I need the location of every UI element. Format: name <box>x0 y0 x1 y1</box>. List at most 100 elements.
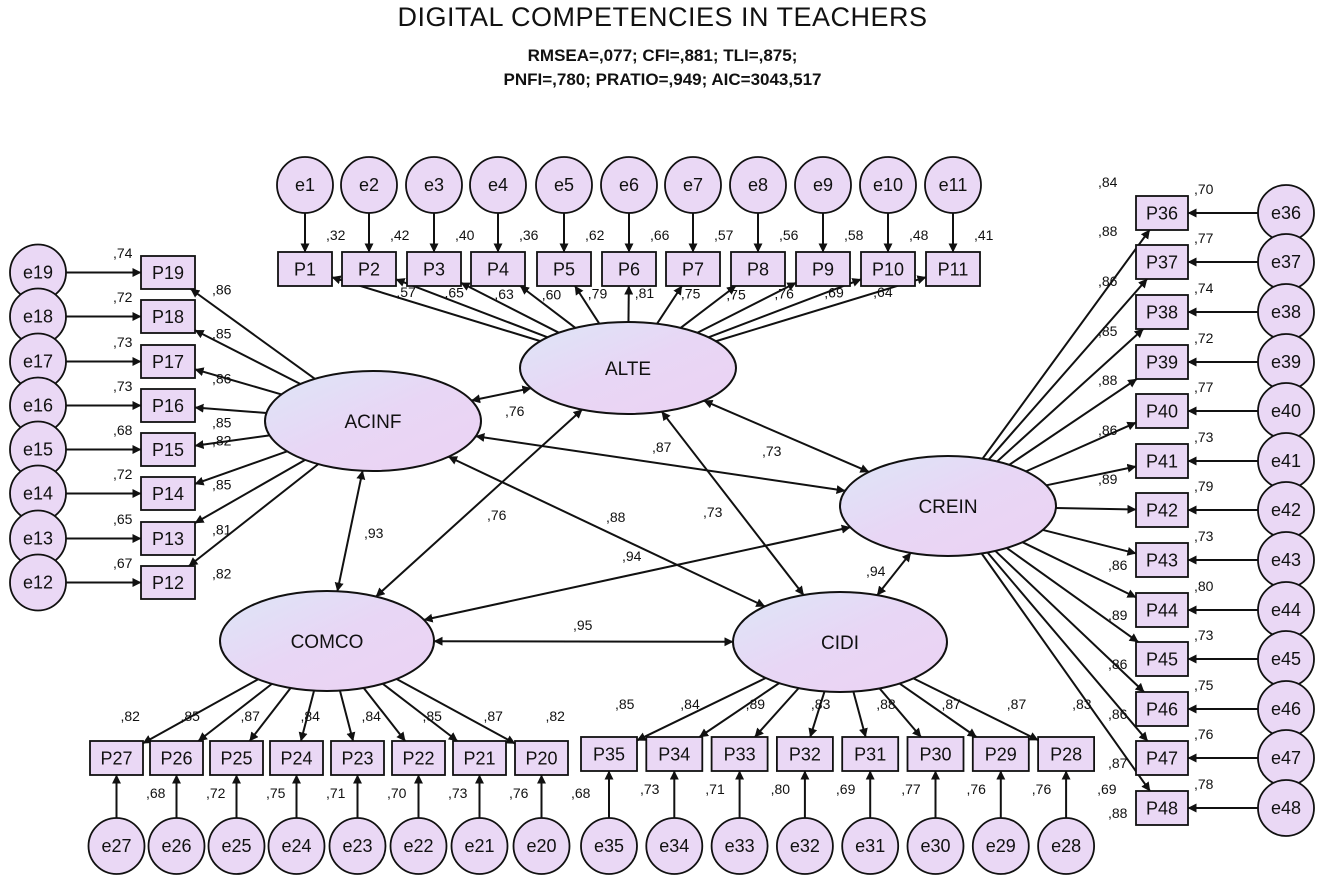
loading-arrow <box>142 678 259 745</box>
loading-arrow <box>298 690 316 742</box>
indicator-rect <box>580 736 638 772</box>
indicator-box: P42 <box>1135 492 1189 528</box>
indicator-box: P47 <box>1135 740 1189 776</box>
error-circle <box>147 817 206 875</box>
loading-arrow <box>1042 528 1137 556</box>
r-squared-value: ,58 <box>844 227 864 243</box>
indicator-rect <box>514 740 569 776</box>
r-squared-value: ,72 <box>206 785 226 801</box>
indicator-rect <box>1135 195 1189 231</box>
latent-crein: CREIN <box>839 455 1057 557</box>
error-term: e20 <box>512 817 571 875</box>
loading-value: ,84 <box>362 708 382 724</box>
latent-alte: ALTE <box>519 321 737 415</box>
loading-arrow <box>190 288 316 380</box>
loading-value: ,87 <box>1108 755 1128 771</box>
indicator-box: P21 <box>452 740 507 776</box>
error-term: e46 <box>1257 680 1315 738</box>
correlation-value: ,87 <box>652 439 672 455</box>
error-label: e32 <box>790 836 820 856</box>
r-squared-value: ,73 <box>448 785 468 801</box>
r-squared-value: ,73 <box>1194 528 1214 544</box>
error-label: e16 <box>23 396 53 416</box>
latent-acinf: ACINF <box>264 370 482 472</box>
r-squared-value: ,70 <box>387 785 407 801</box>
r-squared-value: ,67 <box>113 555 133 571</box>
indicator-box: P4 <box>470 251 526 287</box>
error-circle <box>512 817 571 875</box>
r-squared-value: ,73 <box>640 781 660 797</box>
indicator-rect <box>1037 736 1095 772</box>
indicator-label: P27 <box>100 749 132 769</box>
indicator-rect <box>1135 592 1189 628</box>
loading-value: ,83 <box>811 696 831 712</box>
error-term: e19 <box>9 243 67 302</box>
indicator-label: P7 <box>682 260 704 280</box>
r-squared-value: ,76 <box>1194 726 1214 742</box>
loading-value: ,85 <box>1098 323 1118 339</box>
error-circle <box>9 553 67 612</box>
error-term: e44 <box>1257 581 1315 639</box>
loading-arrow <box>878 687 922 738</box>
loading-value: ,87 <box>942 696 962 712</box>
error-term: e37 <box>1257 233 1315 291</box>
fit-indices-line-1: RMSEA=,077; CFI=,881; TLI=,875; <box>527 46 798 65</box>
diagram-title: DIGITAL COMPETENCIES IN TEACHERS <box>397 2 928 32</box>
indicator-box: P16 <box>140 388 196 423</box>
error-label: e41 <box>1271 451 1301 471</box>
indicator-label: P4 <box>487 260 509 280</box>
loading-arrow <box>708 278 862 339</box>
loading-value: ,85 <box>212 326 232 342</box>
error-term: e29 <box>971 817 1030 875</box>
error-label: e19 <box>23 263 53 283</box>
error-circle <box>794 156 852 214</box>
loading-arrow <box>715 275 927 343</box>
r-squared-value: ,72 <box>1194 330 1214 346</box>
loading-arrow <box>996 328 1144 463</box>
indicator-rect <box>140 299 196 334</box>
loading-arrow <box>194 459 306 524</box>
indicator-box: P41 <box>1135 443 1189 479</box>
loading-value: ,85 <box>212 477 232 493</box>
error-term: e22 <box>389 817 448 875</box>
indicator-label: P16 <box>152 396 184 416</box>
indicator-box: P23 <box>330 740 385 776</box>
loading-value: ,87 <box>484 708 504 724</box>
error-label: e1 <box>295 175 315 195</box>
error-label: e17 <box>23 352 53 372</box>
indicator-box: P7 <box>665 251 721 287</box>
correlation-arrow <box>876 552 912 596</box>
r-squared-value: ,32 <box>326 227 346 243</box>
r-squared-value: ,79 <box>1194 478 1214 494</box>
r-squared-value: ,68 <box>113 422 133 438</box>
error-label: e30 <box>920 836 950 856</box>
error-term: e7 <box>664 156 722 214</box>
error-circle <box>600 156 658 214</box>
indicator-box: P10 <box>860 251 916 287</box>
correlation-arrow <box>471 385 532 404</box>
error-label: e42 <box>1271 500 1301 520</box>
loading-arrow <box>994 550 1145 693</box>
correlation-value: ,93 <box>364 525 384 541</box>
loading-value: ,86 <box>1108 706 1128 722</box>
error-circle <box>328 817 387 875</box>
loading-value: ,85 <box>423 708 443 724</box>
r-squared-value: ,56 <box>779 227 799 243</box>
loading-value: ,82 <box>212 433 232 449</box>
error-label: e29 <box>986 836 1016 856</box>
r-squared-value: ,40 <box>455 227 475 243</box>
error-label: e23 <box>342 836 372 856</box>
indicator-rect <box>140 344 196 379</box>
r-squared-value: ,70 <box>1194 181 1214 197</box>
correlation-arrow <box>448 455 766 608</box>
error-circle <box>405 156 463 214</box>
loading-arrow <box>338 690 356 742</box>
indicator-rect <box>665 251 721 287</box>
indicator-rect <box>860 251 916 287</box>
indicator-label: P32 <box>789 745 821 765</box>
loading-arrow <box>899 682 977 738</box>
error-label: e45 <box>1271 649 1301 669</box>
loading-value: ,86 <box>1098 273 1118 289</box>
loading-value: ,86 <box>212 282 232 298</box>
